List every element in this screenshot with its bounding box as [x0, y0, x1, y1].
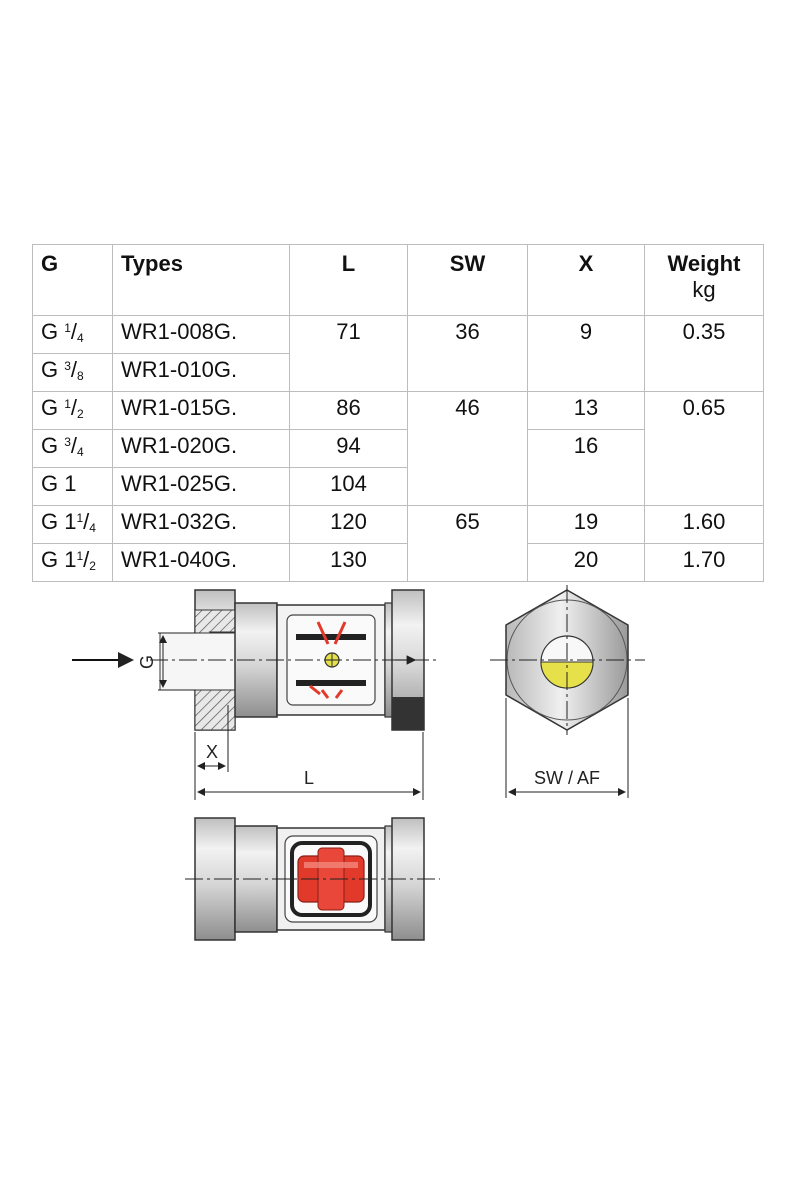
- section-hatch-bottom: [194, 689, 236, 731]
- cell-weight: [644, 429, 764, 468]
- header-sw: SW: [407, 244, 528, 316]
- spec-table: G Types L SW X Weight kg G 1/4 WR1-008G.…: [32, 244, 764, 582]
- header-g: G: [32, 244, 113, 316]
- cell-g: G 3/4: [32, 429, 113, 468]
- cell-type: WR1-020G.: [112, 429, 290, 468]
- cell-sw: 36: [407, 315, 528, 354]
- cell-sw: 65: [407, 505, 528, 544]
- label-x: X: [206, 742, 218, 762]
- cell-sw: 46: [407, 391, 528, 430]
- cell-weight: [644, 353, 764, 392]
- label-g: G: [137, 655, 157, 669]
- cell-type: WR1-008G.: [112, 315, 290, 354]
- cell-x: 19: [527, 505, 645, 544]
- cell-type: WR1-032G.: [112, 505, 290, 544]
- cell-g: G 1: [32, 467, 113, 506]
- label-l: L: [304, 768, 314, 788]
- cell-weight: 1.70: [644, 543, 764, 582]
- cell-x: 9: [527, 315, 645, 354]
- cell-x: 16: [527, 429, 645, 468]
- cell-type: WR1-010G.: [112, 353, 290, 392]
- cell-l: [289, 353, 408, 392]
- cell-weight: 0.65: [644, 391, 764, 430]
- cell-weight: 1.60: [644, 505, 764, 544]
- cell-l: 120: [289, 505, 408, 544]
- cell-g: G 11/4: [32, 505, 113, 544]
- cell-weight: 0.35: [644, 315, 764, 354]
- table-row: G 3/4 WR1-020G. 94 16: [32, 429, 764, 468]
- cell-g: G 1/4: [32, 315, 113, 354]
- header-weight-label: Weight: [667, 251, 741, 276]
- cell-l: 71: [289, 315, 408, 354]
- flap-blades-red: [309, 621, 347, 699]
- cell-sw: [407, 467, 528, 506]
- cell-l: 104: [289, 467, 408, 506]
- table-row: G 11/4 WR1-032G. 120 65 19 1.60: [32, 505, 764, 544]
- header-weight: Weight kg: [644, 244, 764, 316]
- cell-x: [527, 467, 645, 506]
- label-sw: SW / AF: [534, 768, 600, 788]
- header-types: Types: [112, 244, 290, 316]
- table-header-row: G Types L SW X Weight kg: [32, 244, 764, 316]
- flap-bar-bottom: [296, 680, 366, 686]
- cell-x: 20: [527, 543, 645, 582]
- flap-bar-top: [296, 634, 366, 640]
- side-view-sectioned: G X L: [72, 589, 440, 800]
- cell-x: 13: [527, 391, 645, 430]
- cell-l: 86: [289, 391, 408, 430]
- bore: [159, 632, 241, 691]
- right-hex-dark-face: [392, 697, 424, 730]
- end-view-hex: SW / AF: [490, 585, 645, 798]
- header-weight-unit: kg: [692, 277, 716, 302]
- cell-g: G 3/8: [32, 353, 113, 392]
- table-row: G 11/2 WR1-040G. 130 20 1.70: [32, 543, 764, 582]
- top-view: [185, 817, 440, 941]
- cell-l: 130: [289, 543, 408, 582]
- cell-type: WR1-040G.: [112, 543, 290, 582]
- table-row: G 1/4 WR1-008G. 71 36 9 0.35: [32, 315, 764, 354]
- cell-g: G 11/2: [32, 543, 113, 582]
- cell-sw: [407, 429, 528, 468]
- cell-type: WR1-015G.: [112, 391, 290, 430]
